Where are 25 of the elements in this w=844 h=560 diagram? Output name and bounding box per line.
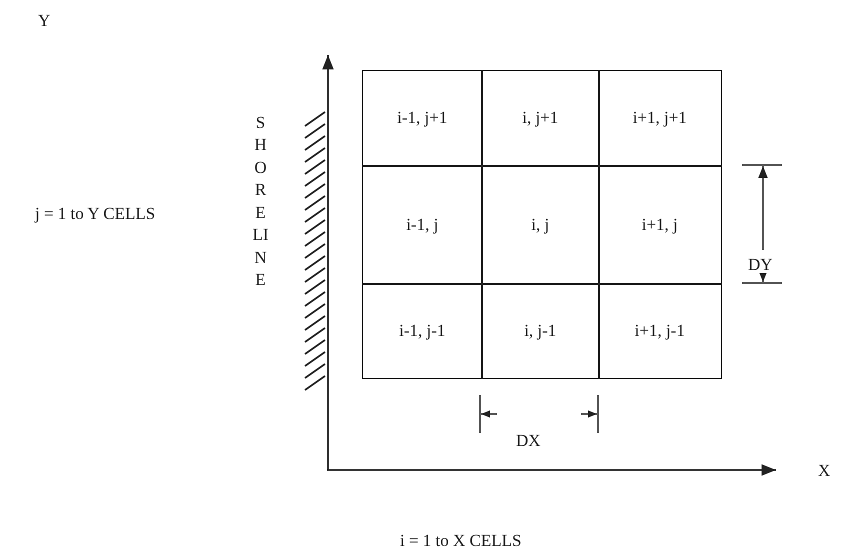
cell-label: i-1, j-1	[399, 320, 446, 341]
axis-range-note: i = 1 to X CELLS	[400, 532, 522, 549]
grid-cell	[481, 165, 600, 284]
grid-cell	[598, 70, 722, 166]
axis-range-note: j = 1 to Y CELLS	[35, 205, 156, 222]
grid-cell	[598, 283, 722, 378]
shoreline-label: SHORELINE	[252, 112, 269, 292]
grid-cell	[481, 283, 600, 378]
dimension-label: DY	[748, 256, 773, 273]
cell-label: i+1, j	[642, 214, 678, 235]
grid-cell	[362, 283, 482, 378]
cell-label: i, j-1	[524, 320, 556, 341]
cell-label: i+1, j-1	[634, 320, 685, 341]
axis-label: X	[818, 462, 830, 479]
grid-cell	[481, 70, 600, 166]
cell-label: i-1, j	[406, 214, 438, 235]
grid-cell	[362, 165, 482, 284]
dimension-label: DX	[516, 432, 541, 449]
cell-label: i, j+1	[522, 108, 558, 128]
axis-label: Y	[38, 12, 50, 29]
cell-label: i-1, j+1	[397, 108, 448, 128]
grid-cell	[598, 165, 722, 284]
cell-label: i, j	[531, 214, 550, 235]
grid-cell	[362, 70, 482, 166]
cell-label: i+1, j+1	[632, 108, 687, 128]
